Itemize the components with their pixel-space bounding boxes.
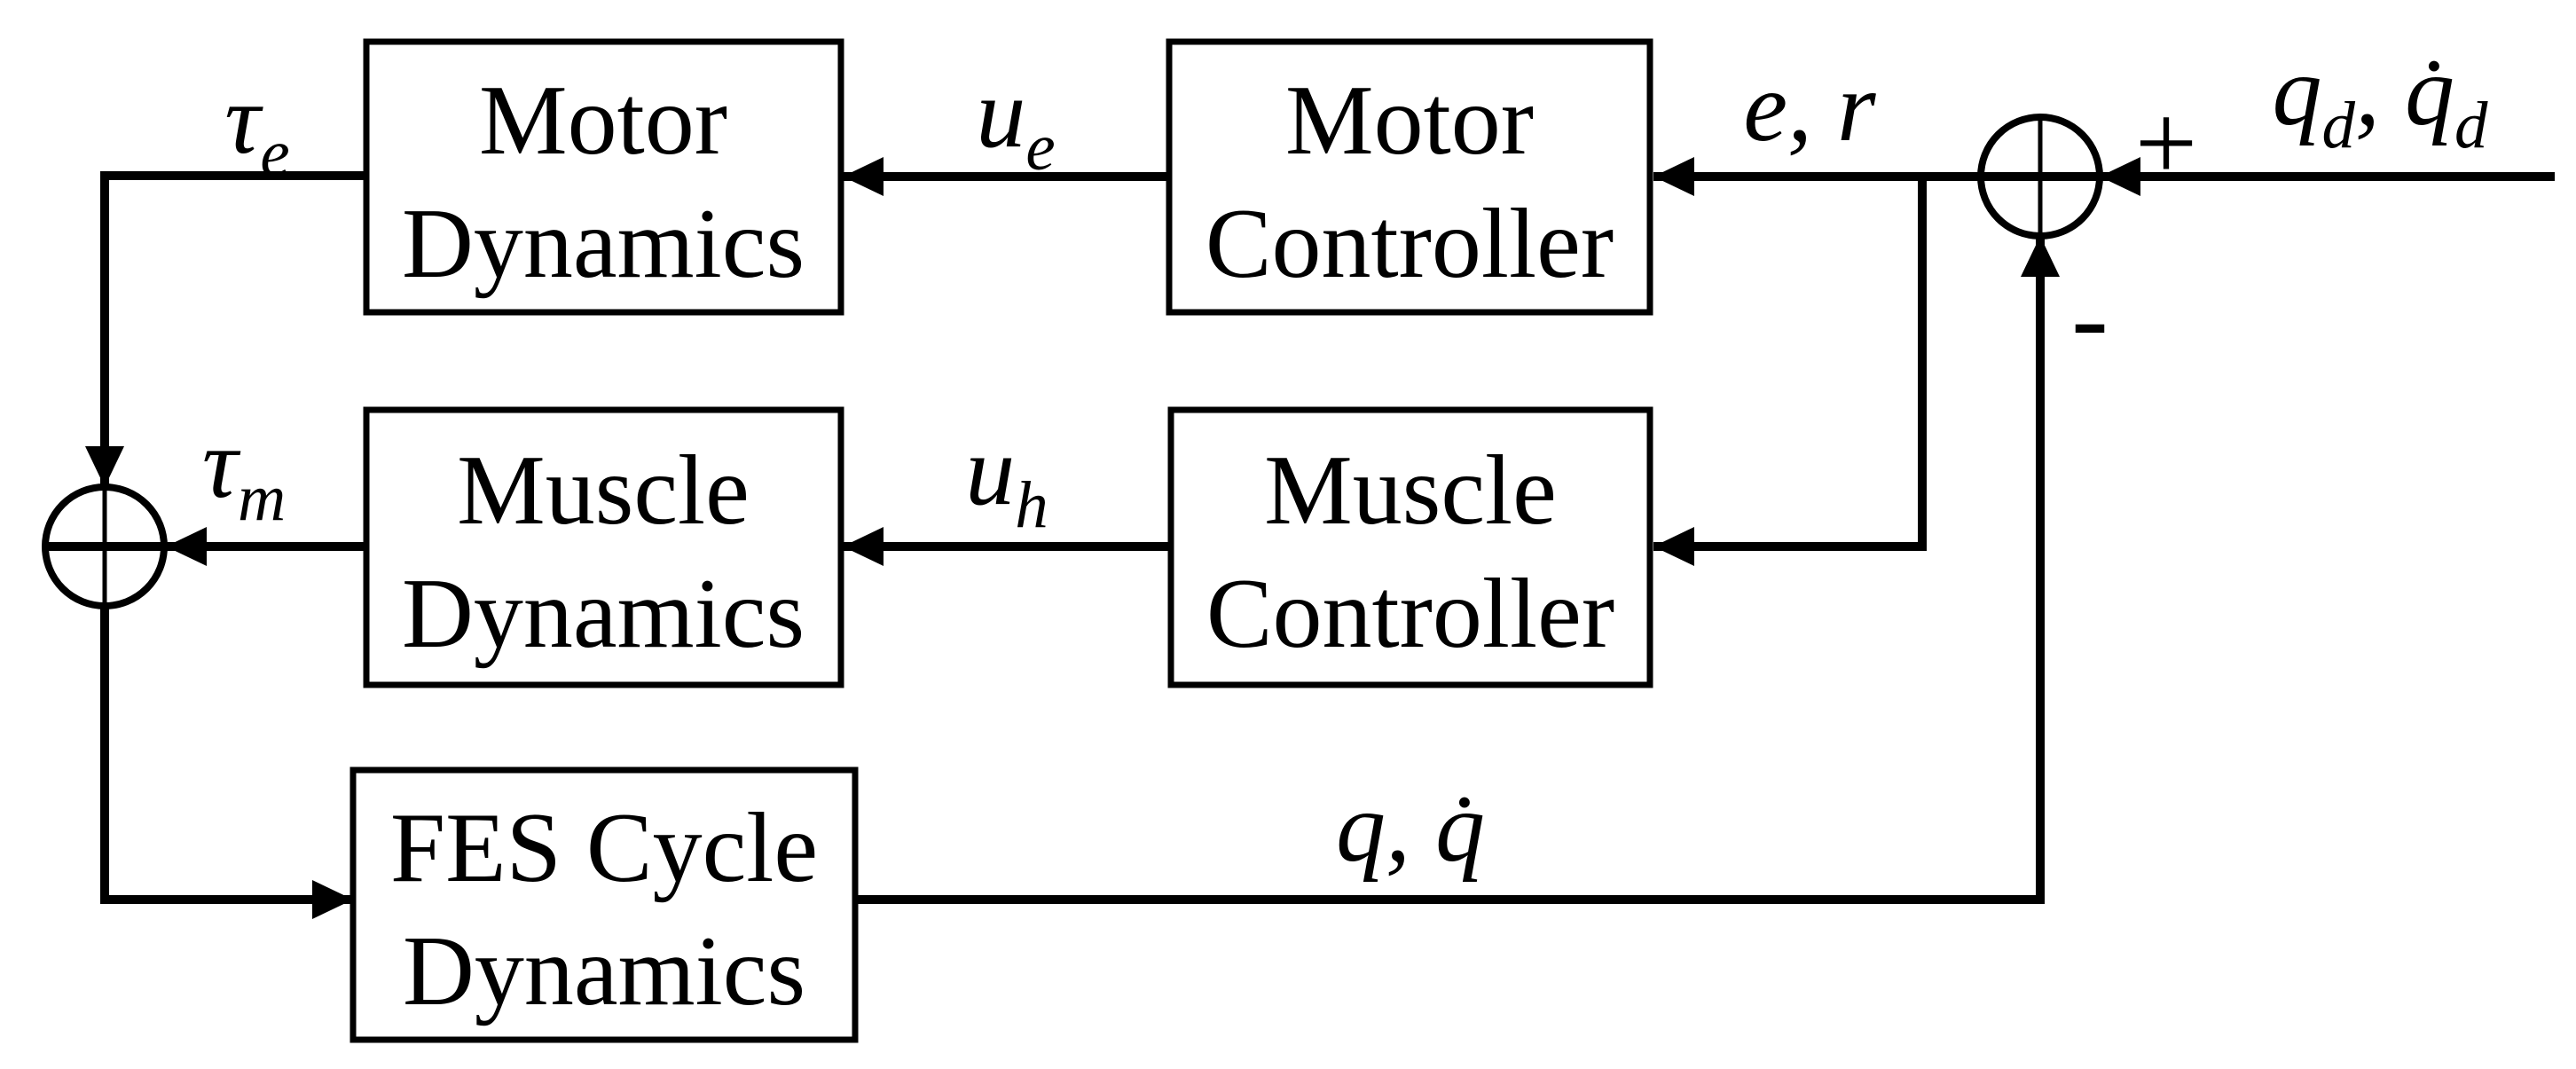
fes-cycle-dynamics-box	[349, 766, 859, 1043]
tau-e-base: τ	[224, 65, 263, 175]
q-d-separator: ,	[2355, 36, 2405, 146]
arrowhead-tau-m-into-torque-junction	[166, 527, 207, 566]
fes-cycle-dynamics-label-line2: Dynamics	[403, 916, 805, 1026]
error-branch-to-muscle-controller-line	[1653, 177, 1927, 551]
block-motor-dynamics: Motor Dynamics	[363, 38, 844, 316]
tau-e-subscript: e	[260, 117, 289, 191]
tracking-error-summing-junction	[1977, 114, 2103, 240]
torque-summing-junction	[42, 483, 168, 609]
tau-e-line	[100, 171, 366, 487]
tau-e-label: τe	[224, 65, 289, 191]
minus-sign-label: -	[2071, 257, 2109, 380]
muscle-controller-label-line1: Muscle	[1264, 436, 1557, 546]
tau-m-label: τm	[202, 409, 286, 535]
connectors	[100, 171, 2555, 904]
q-d-subscript: d	[2322, 89, 2356, 162]
motor-dynamics-label-line1: Motor	[479, 66, 727, 176]
e-r-label: e, r	[1743, 52, 1876, 162]
arrowhead-into-fes-dynamics	[312, 880, 353, 919]
block-motor-controller: Motor Controller	[1166, 38, 1653, 316]
u-h-subscript: h	[1015, 468, 1048, 542]
tau-m-subscript: m	[238, 461, 286, 535]
motor-controller-box	[1166, 38, 1653, 316]
q-d-label: qd, q̇d	[2273, 36, 2489, 162]
arrowheads	[85, 157, 2140, 919]
arrowhead-into-motor-controller	[1653, 157, 1694, 196]
muscle-dynamics-box	[363, 406, 844, 688]
signal-labels: τe ue e, r qd, q̇d τm uh q, q̇ + -	[202, 36, 2488, 883]
arrowhead-into-muscle-controller	[1653, 527, 1694, 566]
motor-dynamics-label-line2: Dynamics	[402, 189, 805, 299]
muscle-dynamics-label-line2: Dynamics	[402, 559, 805, 669]
fes-cycle-dynamics-label-line1: FES Cycle	[390, 793, 818, 903]
muscle-dynamics-label-line1: Muscle	[457, 436, 750, 546]
motor-dynamics-box	[363, 38, 844, 316]
u-h-base: u	[965, 416, 1015, 526]
muscle-controller-label-line2: Controller	[1206, 559, 1614, 669]
arrowhead-tau-e-into-torque-junction	[85, 446, 124, 487]
u-e-base: u	[976, 59, 1025, 169]
u-h-label: uh	[965, 416, 1048, 542]
muscle-controller-box	[1167, 406, 1653, 688]
q-d-base: q	[2273, 36, 2322, 146]
arrowhead-into-muscle-dynamics	[843, 527, 884, 566]
arrowhead-into-error-junction	[2100, 157, 2140, 196]
block-muscle-controller: Muscle Controller	[1167, 406, 1653, 688]
arrowhead-into-motor-dynamics	[843, 157, 884, 196]
q-d-dot-subscript: d	[2454, 89, 2488, 162]
q-d-dot-base: q̇	[2405, 36, 2454, 146]
block-fes-cycle-dynamics: FES Cycle Dynamics	[349, 766, 859, 1043]
arrowhead-feedback-into-error-junction	[2021, 236, 2060, 277]
plus-sign-label: +	[2135, 83, 2198, 205]
motor-controller-label-line2: Controller	[1206, 189, 1614, 299]
q-feedback-line	[855, 236, 2045, 904]
block-muscle-dynamics: Muscle Dynamics	[363, 406, 844, 688]
motor-controller-label-line1: Motor	[1285, 66, 1534, 176]
tau-m-base: τ	[202, 409, 241, 519]
u-e-subscript: e	[1025, 111, 1055, 185]
q-feedback-label: q, q̇	[1336, 773, 1485, 883]
torque-sum-to-fes-line	[100, 606, 353, 904]
u-e-label: ue	[976, 59, 1055, 185]
